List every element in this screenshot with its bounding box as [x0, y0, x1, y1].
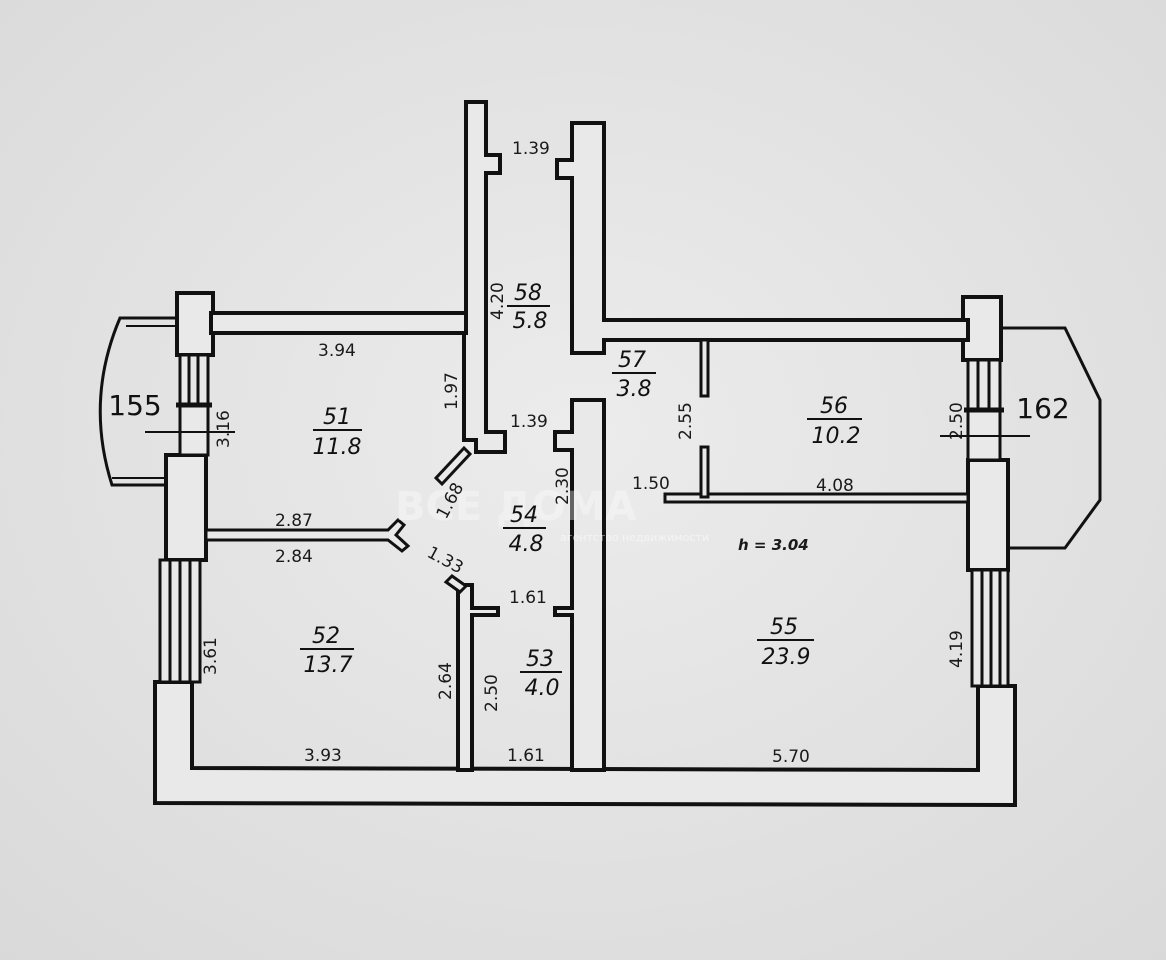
svg-text:10.2: 10.2	[812, 424, 861, 449]
svg-text:1.97: 1.97	[442, 372, 462, 410]
pillar-left-top	[175, 291, 215, 357]
room-55: 55 23.9	[757, 615, 814, 670]
svg-text:58: 58	[514, 281, 542, 306]
watermark-brand: ВСЕ ДОМА	[395, 484, 637, 530]
svg-text:3.61: 3.61	[201, 637, 221, 675]
svg-text:5.8: 5.8	[513, 309, 548, 334]
wall-corridor-right	[555, 121, 970, 355]
svg-text:2.50: 2.50	[482, 674, 502, 712]
svg-text:51: 51	[323, 405, 351, 430]
svg-text:3.8: 3.8	[617, 377, 652, 402]
room-56: 56 10.2	[807, 394, 862, 449]
svg-text:23.9: 23.9	[762, 645, 811, 670]
svg-text:1.61: 1.61	[509, 588, 547, 608]
pillar-right-mid	[966, 458, 1010, 572]
balcony-left-outline	[98, 316, 178, 487]
svg-text:1.39: 1.39	[512, 139, 550, 159]
pillar-left-mid	[164, 453, 208, 562]
svg-text:2.30: 2.30	[553, 467, 573, 505]
svg-text:4.8: 4.8	[509, 532, 544, 557]
svg-text:2.84: 2.84	[275, 547, 313, 567]
balcony-right-outline	[1000, 326, 1102, 550]
svg-text:2.55: 2.55	[676, 402, 696, 440]
svg-text:13.7: 13.7	[304, 653, 353, 678]
svg-text:3.16: 3.16	[214, 410, 234, 448]
svg-text:3.94: 3.94	[318, 341, 356, 361]
svg-text:55: 55	[770, 615, 798, 640]
wall-center	[553, 398, 606, 772]
svg-text:5.70: 5.70	[772, 747, 810, 767]
room-51: 51 11.8	[313, 405, 362, 460]
svg-text:2.64: 2.64	[436, 662, 456, 700]
door-leaf-52	[443, 574, 469, 594]
svg-text:4.0: 4.0	[525, 676, 560, 701]
room-54: 54 4.8	[503, 503, 546, 557]
watermark-tagline: агентство недвижимости	[560, 531, 709, 544]
partition-56-55	[663, 492, 970, 504]
ceiling-height: h = 3.04	[738, 536, 809, 554]
balcony-left-inner	[112, 325, 178, 479]
svg-text:11.8: 11.8	[313, 435, 362, 460]
balcony-155-label: 155	[108, 389, 161, 422]
window-room-56	[964, 358, 1004, 462]
svg-text:54: 54	[510, 503, 538, 528]
svg-text:1.61: 1.61	[507, 746, 545, 766]
partition-57-56-lower	[699, 445, 710, 499]
svg-text:2.50: 2.50	[947, 402, 967, 440]
window-room-52	[158, 558, 202, 684]
partition-57-56-upper	[699, 338, 710, 398]
svg-text:53: 53	[526, 647, 554, 672]
svg-text:4.08: 4.08	[816, 476, 854, 496]
partition-51-52	[204, 517, 411, 553]
room-57: 57 3.8	[612, 348, 656, 402]
svg-text:1.39: 1.39	[510, 412, 548, 432]
svg-text:1.50: 1.50	[632, 474, 670, 494]
svg-text:2.87: 2.87	[275, 511, 313, 531]
room-52: 52 13.7	[300, 624, 354, 678]
wall-52-53	[456, 583, 500, 772]
wall-top-room-51	[209, 311, 468, 335]
room-53: 53 4.0	[520, 647, 562, 701]
svg-text:56: 56	[820, 394, 848, 419]
room-58: 58 5.8	[507, 281, 550, 334]
svg-text:4.20: 4.20	[488, 282, 508, 320]
svg-text:4.19: 4.19	[947, 630, 967, 668]
door-leaf-51	[433, 445, 473, 487]
balcony-162-label: 162	[1016, 392, 1069, 425]
svg-text:52: 52	[312, 624, 340, 649]
wall-corridor-left	[462, 100, 507, 454]
window-room-55	[970, 568, 1010, 688]
window-room-51	[176, 353, 212, 457]
svg-text:57: 57	[618, 348, 646, 373]
svg-text:3.93: 3.93	[304, 746, 342, 766]
